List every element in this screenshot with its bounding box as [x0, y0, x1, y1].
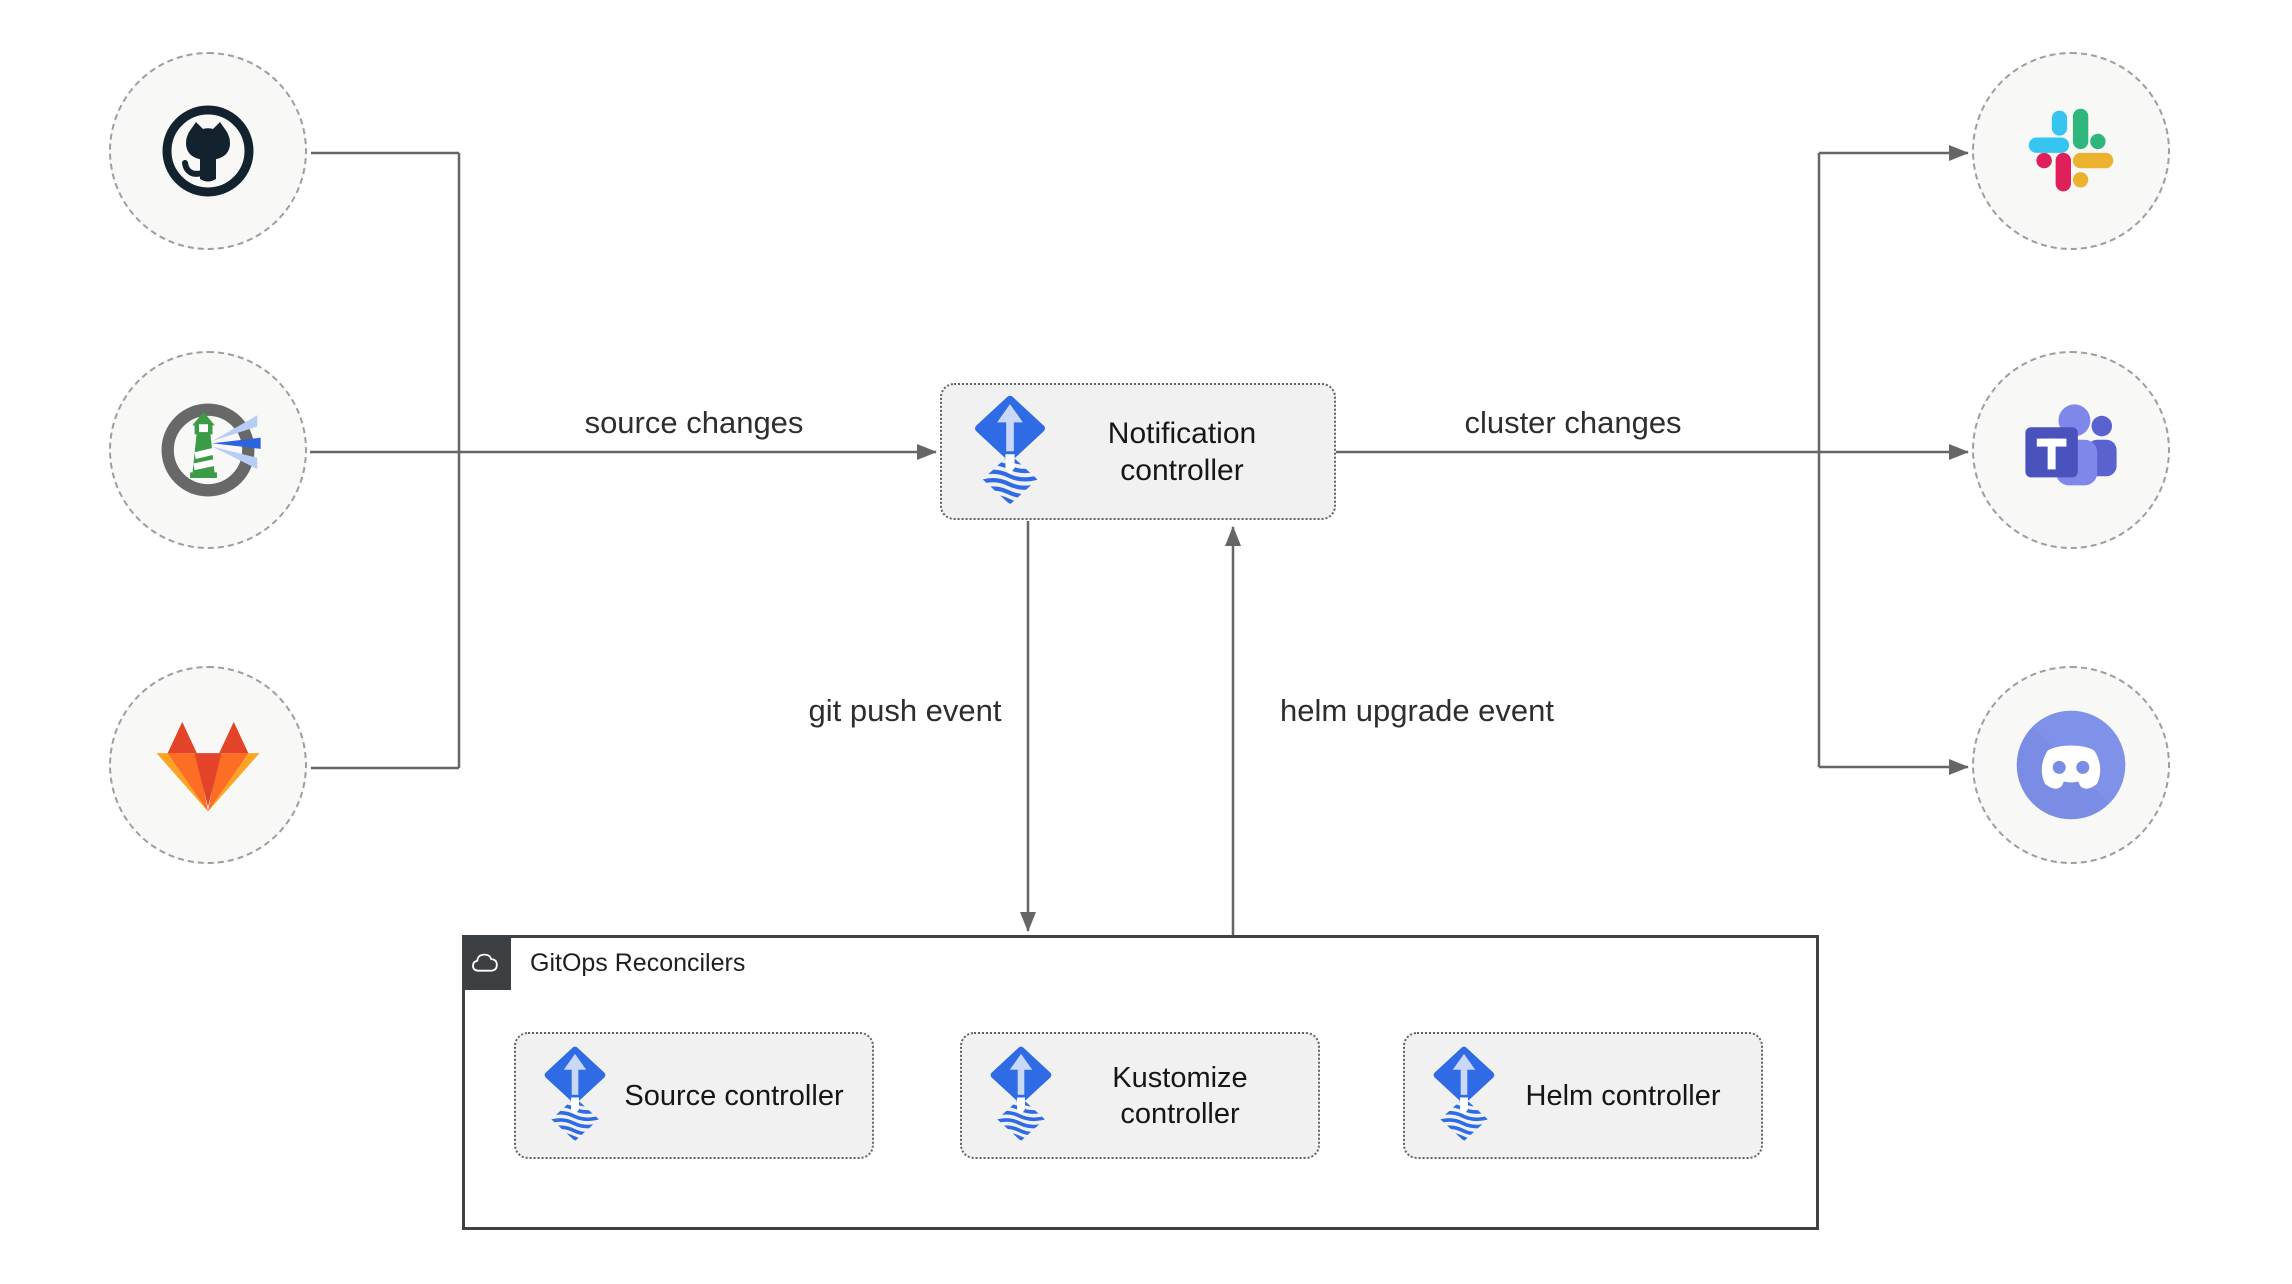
target-discord: [1972, 666, 2170, 864]
cloud-icon: [470, 949, 504, 977]
kustomize-controller-node: Kustomize controller: [960, 1032, 1320, 1159]
notification-controller-node: Notification controller: [940, 383, 1336, 520]
edge-label-cluster-changes: cluster changes: [1464, 405, 1682, 440]
source-harbor: [109, 351, 307, 549]
helm-controller-node: Helm controller: [1403, 1032, 1763, 1159]
target-teams: [1972, 351, 2170, 549]
teams-icon: [2014, 393, 2128, 507]
source-gitlab: [109, 666, 307, 864]
harbor-icon: [152, 394, 264, 506]
flux-icon: [1431, 1046, 1497, 1145]
source-github: [109, 52, 307, 250]
flux-icon: [988, 1046, 1054, 1145]
helm-controller-label: Helm controller: [1525, 1079, 1721, 1112]
edge-label-source-changes: source changes: [584, 405, 804, 440]
notification-controller-label: Notification controller: [1107, 416, 1257, 487]
gitlab-icon: [152, 715, 264, 816]
discord-icon: [2012, 706, 2130, 824]
flux-icon: [972, 395, 1048, 509]
github-icon: [158, 101, 258, 201]
edge-label-helm-upgrade-event: helm upgrade event: [1279, 693, 1555, 728]
flux-icon: [542, 1046, 608, 1145]
slack-icon: [2023, 103, 2119, 199]
source-controller-node: Source controller: [514, 1032, 874, 1159]
target-slack: [1972, 52, 2170, 250]
gitops-group-title: GitOps Reconcilers: [530, 949, 746, 977]
kustomize-controller-label: Kustomize controller: [1112, 1061, 1248, 1130]
edge-label-git-push-event: git push event: [808, 693, 1002, 728]
source-controller-label: Source controller: [624, 1079, 844, 1112]
gitops-group-tab: [462, 935, 511, 990]
